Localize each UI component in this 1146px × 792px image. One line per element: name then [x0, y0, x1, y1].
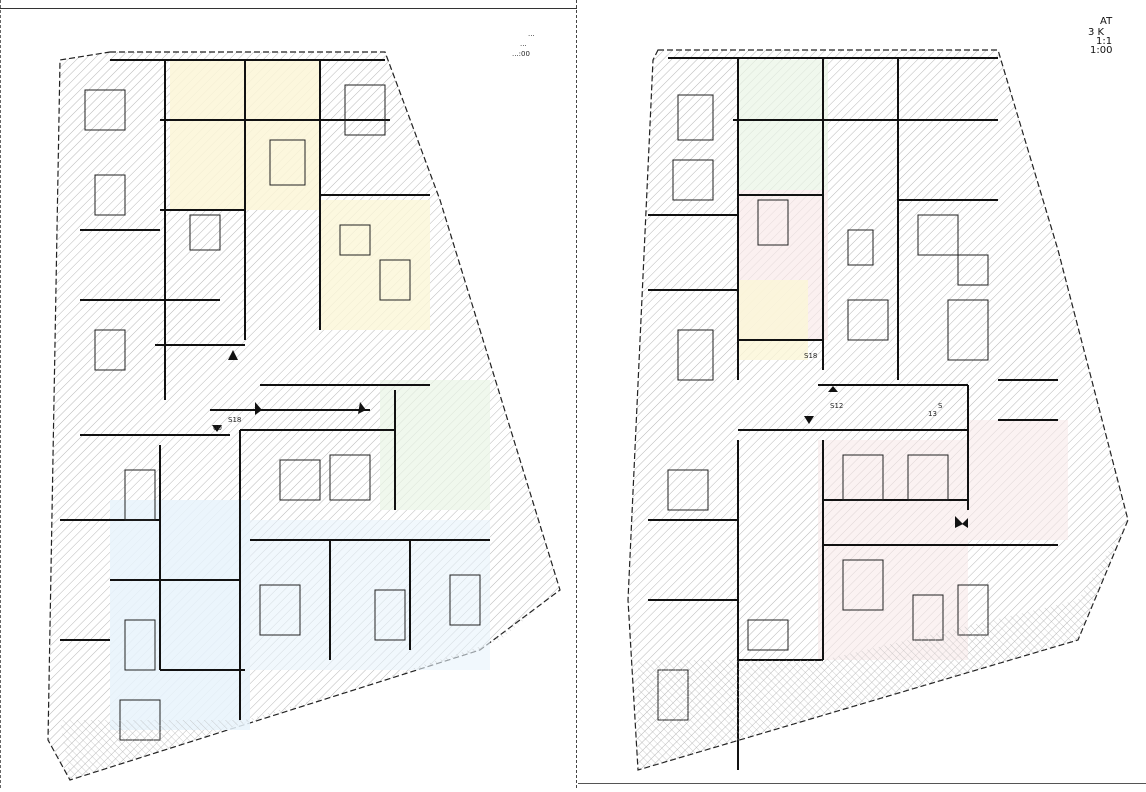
left-room-tint-yellow-2 — [320, 200, 430, 330]
right-hatched-band — [638, 520, 1128, 770]
left-title-line-3: ...:00 — [512, 50, 530, 58]
sheet-left-border — [0, 0, 2, 788]
right-corridor-label-b: S — [938, 402, 943, 410]
right-stair-marker-small — [828, 386, 838, 392]
right-floor-plan-drawing: S18 S12 S 13 AT 3 K 1:1 1:00 — [627, 16, 1129, 771]
left-floor-plan-drawing: S18 00 ... ... ...:00 — [47, 30, 561, 781]
left-title-line-1: ... — [528, 30, 535, 38]
left-stair-marker-down — [212, 425, 222, 432]
right-stair-marker-down — [804, 416, 814, 424]
left-room-tint-blue-2 — [250, 520, 490, 670]
right-room-tint-yellow — [738, 280, 808, 360]
left-wall-grid — [60, 59, 490, 720]
right-stair-label: S18 — [804, 352, 817, 360]
right-title-line-2: 3 K — [1088, 27, 1105, 38]
right-sheet-bottom-border — [578, 783, 1146, 784]
left-stair-label: S18 — [228, 416, 241, 424]
left-partitions — [84, 84, 481, 741]
left-stair-marker-right — [358, 402, 366, 414]
sheet-top-border — [0, 0, 577, 9]
right-corridor-label-c: 13 — [928, 410, 937, 418]
right-title-line-4: 1:00 — [1090, 45, 1112, 56]
right-room-tint-pink-3 — [968, 420, 1068, 540]
left-stair-marker-up — [228, 350, 238, 360]
right-room-tint-green — [738, 60, 828, 190]
sheet-right-border — [576, 0, 578, 788]
left-hatched-band — [60, 590, 560, 780]
right-stair-marker-right — [955, 516, 963, 528]
right-room-tint-pink-2 — [818, 440, 968, 660]
left-title-line-2: ... — [520, 40, 527, 48]
right-wall-grid — [648, 57, 1058, 770]
left-floor-plan-sheet: S18 00 ... ... ...:00 — [0, 0, 577, 788]
left-stair-marker-left — [255, 402, 262, 415]
left-room-tint-blue-1 — [110, 500, 250, 730]
right-title-line-1: AT — [1100, 16, 1113, 27]
left-room-tint-green — [380, 380, 490, 510]
left-small-mark-label: 00 — [213, 424, 222, 432]
right-floor-plan-sheet: S18 S12 S 13 AT 3 K 1:1 1:00 — [578, 0, 1146, 788]
right-stair-marker-left — [962, 518, 968, 528]
right-corridor-label-a: S12 — [830, 402, 843, 410]
right-title-line-3: 1:1 — [1096, 36, 1112, 47]
